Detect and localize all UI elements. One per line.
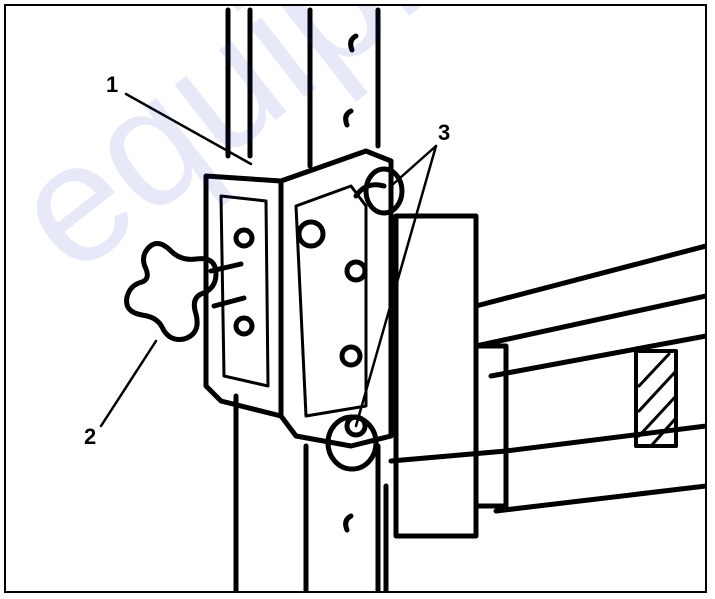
bolt: [233, 227, 255, 249]
star-knob: [124, 241, 219, 342]
knob-shaft: [208, 261, 247, 309]
bracket-plate: [278, 148, 394, 449]
post-slot: [343, 513, 354, 533]
leader-line-3a: [389, 144, 438, 188]
hatched-label: [634, 349, 678, 448]
bolt: [344, 259, 368, 283]
upright-post-lower: [233, 393, 389, 591]
bolt: [339, 344, 363, 368]
mounting-bracket-illustration: [99, 7, 705, 591]
post-slot: [343, 108, 354, 128]
clamp-body: [203, 173, 284, 419]
upright-post: [225, 7, 381, 169]
callout-2: 2: [84, 424, 97, 449]
cross-rail: [473, 243, 705, 379]
leader-line-2: [99, 339, 158, 428]
callout-1: 1: [106, 72, 119, 97]
bolt: [233, 315, 255, 337]
leader-line-3b: [354, 144, 438, 428]
cross-rail-end: [393, 213, 479, 539]
callout-3: 3: [438, 120, 451, 145]
bolt: [296, 219, 326, 249]
pin-ring-top: [363, 166, 405, 216]
cross-rail-box: [473, 343, 509, 509]
figure-frame: equipment.com 1 2 3: [4, 4, 707, 593]
clamp-inner: [219, 194, 270, 388]
leader-line-1: [124, 92, 253, 166]
bracket-inner: [294, 184, 368, 418]
post-slot: [348, 33, 359, 53]
